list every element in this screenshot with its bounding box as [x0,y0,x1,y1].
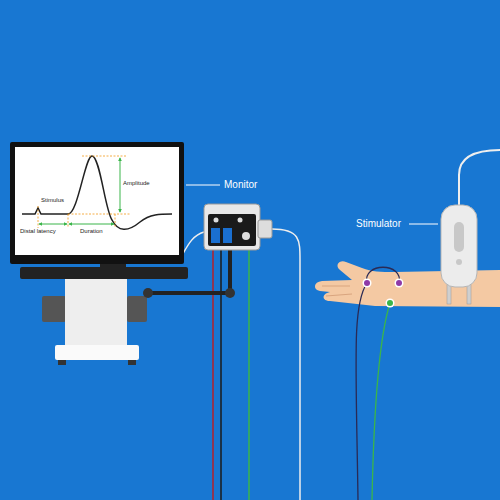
arm-joint [225,288,235,298]
leader-line [186,185,220,186]
stimulator-cable [459,150,500,205]
cart-wheel [58,360,66,365]
electrode-wire [372,303,390,500]
cable [220,246,222,500]
leader-line [409,224,438,225]
chart-label: Amplitude [123,180,150,187]
cart-handle [42,296,66,322]
latency-arrow [39,224,67,225]
electrode [396,280,402,286]
waveform [22,156,172,229]
amplitude-arrow [120,158,121,212]
cart-handle [127,296,147,322]
amplifier-box [204,204,260,250]
amplifier-socket [223,228,232,243]
callout-label: Stimulator [356,218,401,229]
stimulator-prong [447,284,451,304]
electrode [363,279,372,288]
finger-lines [322,286,352,296]
callout-label: Monitor [224,179,257,190]
cart-wheel [128,360,136,365]
chart-label: Stimulus [41,197,64,204]
amplifier-knob [214,218,219,223]
electrode [364,280,370,286]
monitor-screen [15,147,179,255]
stimulator-button [454,222,464,252]
stimulator-button [456,259,462,265]
chart-label: Distal latency [20,228,56,235]
amplifier-panel [208,214,256,246]
guide-lines [38,156,130,228]
arm-joint [143,288,153,298]
cart-shelf [20,267,188,279]
cable [272,229,300,500]
monitor-bezel [10,142,184,264]
electrode [395,279,404,288]
amplifier-knob [238,218,243,223]
electrode-wire [367,267,400,283]
electrode-wire [356,283,367,500]
amplifier-plug [258,220,272,238]
electrode [387,300,393,306]
stimulator-body [441,205,477,287]
cable [248,246,250,500]
cart-column [65,279,127,347]
cart-base [55,345,139,360]
cable [212,246,214,500]
amplifier-socket [211,228,220,243]
stimulator-prong [467,284,471,304]
chart-label: Duration [80,228,103,235]
electrode [386,299,395,308]
duration-arrow [69,224,114,225]
amplifier-knob [242,232,250,240]
support-arm [145,250,230,293]
